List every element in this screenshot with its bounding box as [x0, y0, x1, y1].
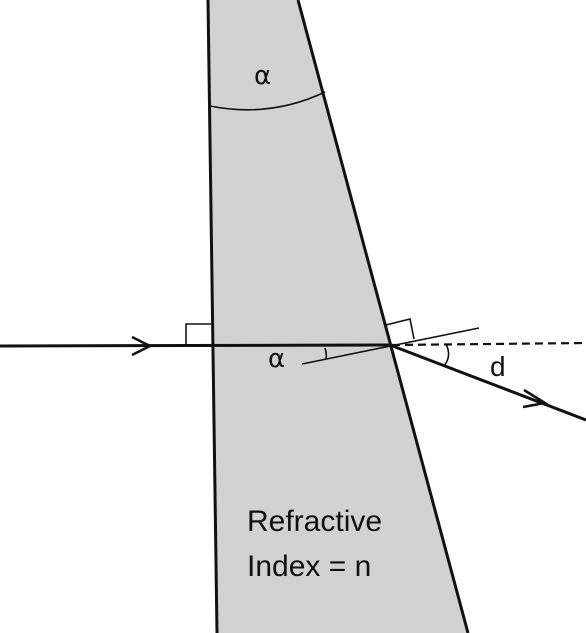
- incident-ray-arrowhead: [131, 335, 153, 357]
- undeviated-ray-extension: [391, 341, 586, 347]
- entry-right-angle-marker: [185, 323, 211, 346]
- material-label-line1: Refractive: [247, 505, 382, 538]
- exit-right-angle-marker: [385, 318, 415, 340]
- incidence-angle-arc: [324, 347, 328, 360]
- incidence-angle-label: α: [268, 344, 285, 374]
- refracted-ray: [389, 343, 586, 422]
- prism-wedge: [208, 0, 468, 633]
- apex-angle-arc: [209, 91, 326, 111]
- deviation-angle-arc: [443, 343, 450, 367]
- incident-ray: [0, 343, 391, 348]
- prism-left-face: [206, 0, 219, 633]
- apex-angle-label: α: [254, 61, 271, 91]
- prism-right-face: [296, 0, 470, 633]
- refracted-ray-arrowhead: [522, 388, 549, 409]
- deviation-label: d: [490, 351, 506, 382]
- material-label-line2: Index = n: [247, 550, 371, 583]
